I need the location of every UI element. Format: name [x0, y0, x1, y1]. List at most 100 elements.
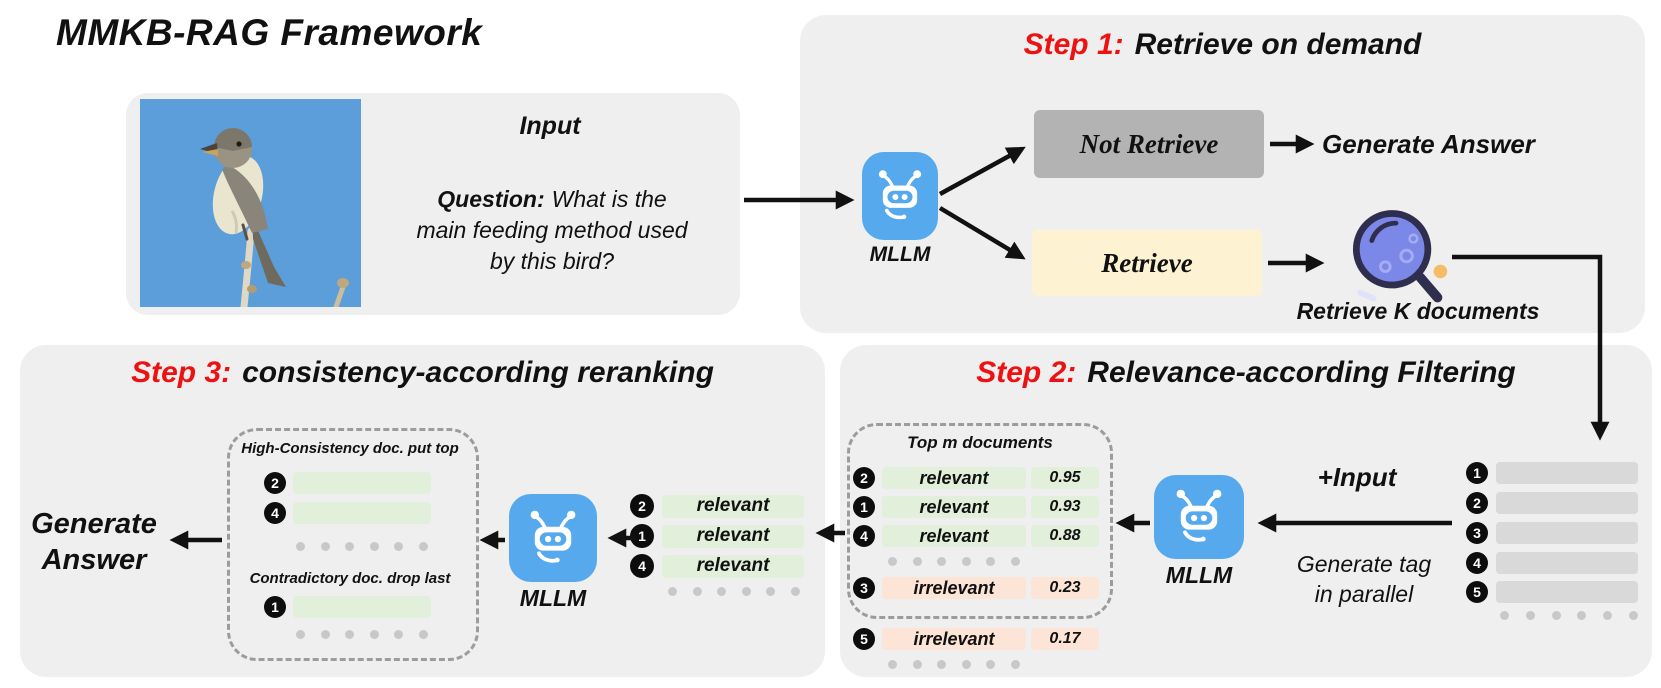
robot-icon	[509, 494, 597, 582]
doc-number-badge: 1	[630, 524, 654, 548]
doc-bar	[293, 502, 431, 524]
question-line-1: Question:What is the	[376, 184, 728, 215]
ellipsis-dots	[888, 660, 1020, 669]
retrieved-doc-row: 4	[1466, 552, 1638, 574]
step1-title-text: Retrieve on demand	[1134, 28, 1422, 61]
score-value: 0.88	[1031, 525, 1099, 547]
score-value: 0.23	[1031, 577, 1099, 599]
tag-value: relevant	[662, 494, 804, 518]
generate-tag-line2: in parallel	[1314, 581, 1414, 607]
step3-title-text: consistency-according reranking	[242, 356, 714, 389]
doc-tag-row: 5 irrelevant 0.17	[853, 628, 1099, 650]
retrieve-k-label: Retrieve K documents	[1296, 298, 1540, 324]
doc-number-badge: 5	[853, 628, 875, 650]
doc-bar	[1496, 522, 1638, 544]
reranked-doc-row: 1	[264, 596, 431, 618]
question-line-2: main feeding method used	[416, 217, 688, 243]
high-consistency-label: High-Consistency doc. put top	[241, 440, 459, 457]
mllm-label: MLLM	[869, 243, 931, 266]
figure-title: MMKB-RAG Framework	[56, 12, 483, 53]
doc-bar	[1496, 581, 1638, 603]
step3-title: Step 3: consistency-according reranking	[20, 356, 825, 390]
doc-bar	[1496, 492, 1638, 514]
doc-bar	[1496, 552, 1638, 574]
step2-title-text: Relevance-according Filtering	[1087, 356, 1516, 389]
step2-label: Step 2:	[976, 356, 1077, 389]
not-retrieve-box: Not Retrieve	[1034, 110, 1264, 178]
tagged-doc-row: 1 relevant	[630, 524, 804, 548]
mllm-step1: MLLM	[862, 152, 938, 267]
tagged-doc-row: 2 relevant	[630, 494, 804, 518]
doc-number-badge: 1	[1466, 462, 1488, 484]
doc-number-badge: 2	[630, 494, 654, 518]
tag-value: relevant	[662, 524, 804, 548]
generate-answer-step1: Generate Answer	[1322, 129, 1535, 159]
input-heading: Input	[519, 112, 581, 140]
generate-answer-step3: Generate Answer	[24, 506, 164, 578]
score-value: 0.93	[1031, 496, 1099, 518]
robot-icon	[862, 152, 938, 240]
doc-tag-row: 1 relevant 0.93	[853, 496, 1099, 518]
bird-image	[140, 99, 361, 307]
step1-label: Step 1:	[1023, 28, 1124, 61]
doc-bar	[1496, 462, 1638, 484]
ellipsis-dots	[888, 557, 1020, 566]
doc-number-badge: 4	[853, 525, 875, 547]
question-rest: What is the	[551, 186, 667, 212]
doc-bar	[293, 472, 431, 494]
doc-bar	[293, 596, 431, 618]
contradictory-label: Contradictory doc. drop last	[249, 570, 451, 587]
doc-number-badge: 4	[1466, 552, 1488, 574]
mllm-label: MLLM	[1165, 562, 1233, 588]
step3-label: Step 3:	[131, 356, 232, 389]
doc-number-badge: 3	[1466, 522, 1488, 544]
ellipsis-dots	[668, 587, 800, 596]
robot-glyph	[878, 170, 922, 220]
step1-title: Step 1: Retrieve on demand	[800, 28, 1645, 62]
doc-number-badge: 2	[853, 467, 875, 489]
generate-tag-line1: Generate tag	[1296, 551, 1432, 577]
robot-glyph	[530, 510, 576, 563]
generate-tag-note: Generate tag in parallel	[1283, 549, 1445, 609]
magnifier-icon	[1352, 210, 1448, 303]
mllm-step2: MLLM	[1154, 475, 1244, 589]
doc-number-badge: 4	[264, 502, 286, 524]
reranked-doc-row: 2	[264, 472, 431, 494]
reranking-box	[227, 428, 479, 661]
plus-input-label: +Input	[1317, 462, 1397, 492]
doc-tag-row: 4 relevant 0.88	[853, 525, 1099, 547]
tag-value: relevant	[662, 554, 804, 578]
doc-number-badge: 2	[264, 472, 286, 494]
tag-value: relevant	[882, 496, 1026, 518]
reranked-doc-row: 4	[264, 502, 431, 524]
retrieved-doc-row: 1	[1466, 462, 1638, 484]
score-value: 0.95	[1031, 467, 1099, 489]
top-m-documents-title: Top m documents	[907, 433, 1053, 452]
doc-number-badge: 1	[853, 496, 875, 518]
step2-title: Step 2: Relevance-according Filtering	[840, 356, 1652, 390]
tag-value: relevant	[882, 525, 1026, 547]
doc-tag-row: 2 relevant 0.95	[853, 467, 1099, 489]
doc-number-badge: 5	[1466, 581, 1488, 603]
question-line-3: by this bird?	[489, 248, 614, 274]
tag-value: relevant	[882, 467, 1026, 489]
ellipsis-dots	[296, 542, 428, 551]
retrieved-doc-row: 2	[1466, 492, 1638, 514]
robot-glyph	[1176, 489, 1222, 542]
question-label: Question:	[437, 186, 545, 212]
mllm-label: MLLM	[519, 585, 587, 611]
generate-answer-line2: Answer	[41, 544, 147, 576]
tag-value: irrelevant	[882, 628, 1026, 650]
tag-value: irrelevant	[882, 577, 1026, 599]
doc-number-badge: 1	[264, 596, 286, 618]
ellipsis-dots	[1500, 611, 1638, 620]
doc-number-badge: 4	[630, 554, 654, 578]
tagged-doc-row: 4 relevant	[630, 554, 804, 578]
ellipsis-dots	[296, 630, 428, 639]
doc-tag-row: 3 irrelevant 0.23	[853, 577, 1099, 599]
retrieved-doc-row: 5	[1466, 581, 1638, 603]
robot-icon	[1154, 475, 1244, 559]
score-value: 0.17	[1031, 628, 1099, 650]
doc-number-badge: 3	[853, 577, 875, 599]
